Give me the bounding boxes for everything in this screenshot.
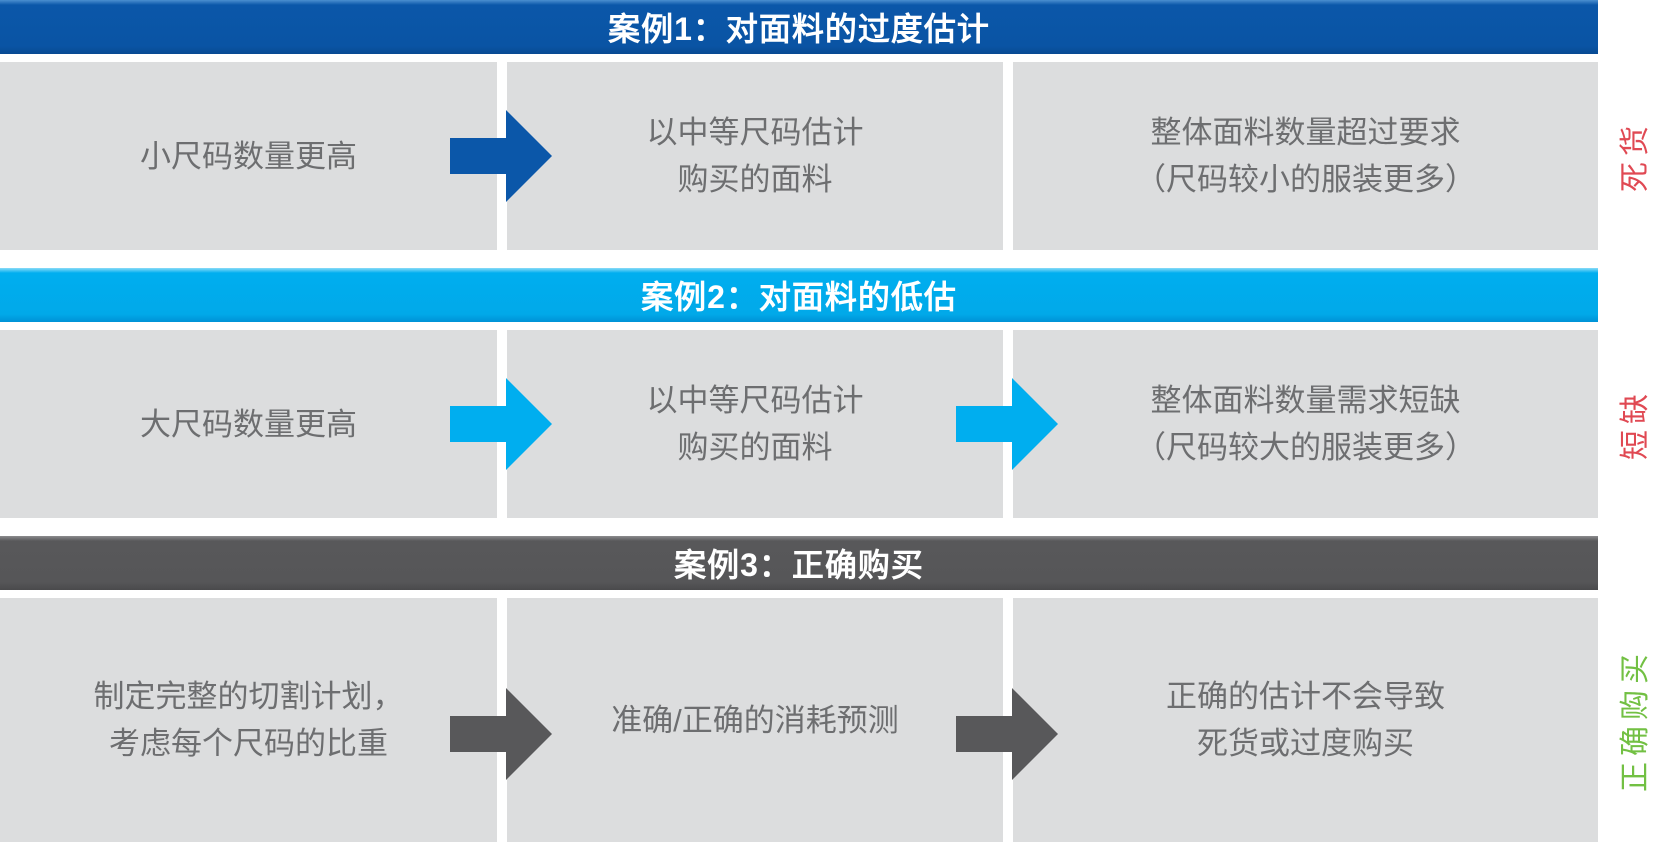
case-2-header: 案例2：对面料的低估 — [0, 268, 1598, 322]
case-1-band: 小尺码数量更高 以中等尺码估计 购买的面料 整体面料数量超过要求 （尺码较小的服… — [0, 62, 1652, 250]
side-label-correct-purchase: 正确购买 — [1618, 648, 1652, 792]
arrow-right-icon — [450, 378, 552, 470]
case-3-box-2: 准确/正确的消耗预测 — [507, 598, 1003, 842]
case-3-box-2-text: 准确/正确的消耗预测 — [611, 702, 899, 738]
case-2-box-2: 以中等尺码估计 购买的面料 — [507, 330, 1003, 518]
case-2-band: 大尺码数量更高 以中等尺码估计 购买的面料 整体面料数量需求短缺 （尺码较大的服… — [0, 330, 1652, 518]
case-3-header: 案例3：正确购买 — [0, 536, 1598, 590]
arrow-right-icon — [450, 110, 552, 202]
case-3-side-label: 正确购买 — [1598, 598, 1665, 842]
side-label-shortage: 短缺 — [1618, 388, 1652, 460]
case-2-side-label: 短缺 — [1598, 330, 1665, 518]
case-3-box-1-line-1: 制定完整的切割计划， — [93, 679, 404, 714]
side-label-dead-stock: 死货 — [1618, 120, 1652, 192]
case-3-box-1-line-2: 考虑每个尺码的比重 — [109, 726, 388, 761]
arrow-right-icon — [450, 688, 552, 780]
case-2-box-2-line-2: 购买的面料 — [677, 430, 833, 465]
case-3-title: 案例3：正确购买 — [674, 547, 924, 583]
case-3-band: 制定完整的切割计划， 考虑每个尺码的比重 准确/正确的消耗预测 正确的估计不会导… — [0, 598, 1652, 842]
case-1-box-1-text: 小尺码数量更高 — [140, 138, 357, 174]
case-1: 案例1：对面料的过度估计 小尺码数量更高 以中等尺码估计 购买的面料 整体面料数… — [0, 0, 1665, 250]
case-3-box-3-line-2: 死货或过度购买 — [1197, 726, 1414, 761]
case-2-box-1-text: 大尺码数量更高 — [140, 406, 357, 442]
case-3: 案例3：正确购买 制定完整的切割计划， 考虑每个尺码的比重 准确/正确的消耗预测… — [0, 536, 1665, 842]
case-2-box-2-line-1: 以中等尺码估计 — [646, 383, 864, 418]
case-2-box-3-line-1: 整体面料数量需求短缺 — [1150, 383, 1461, 418]
case-2-box-3: 整体面料数量需求短缺 （尺码较大的服装更多） — [1013, 330, 1598, 518]
arrow-right-icon — [956, 378, 1058, 470]
case-1-title: 案例1：对面料的过度估计 — [608, 11, 990, 47]
case-1-box-3-line-2: （尺码较小的服装更多） — [1135, 162, 1476, 197]
case-2-box-1: 大尺码数量更高 — [0, 330, 497, 518]
case-1-box-2-line-1: 以中等尺码估计 — [646, 115, 864, 150]
case-2-title: 案例2：对面料的低估 — [641, 279, 957, 315]
case-1-header: 案例1：对面料的过度估计 — [0, 0, 1598, 54]
case-3-box-3-line-1: 正确的估计不会导致 — [1166, 679, 1445, 714]
case-1-side-label: 死货 — [1598, 62, 1665, 250]
case-1-box-2-line-2: 购买的面料 — [677, 162, 833, 197]
case-3-box-3: 正确的估计不会导致 死货或过度购买 — [1013, 598, 1598, 842]
case-1-box-2: 以中等尺码估计 购买的面料 — [507, 62, 1003, 250]
case-1-box-1: 小尺码数量更高 — [0, 62, 497, 250]
case-2-box-3-line-2: （尺码较大的服装更多） — [1135, 430, 1476, 465]
case-3-box-1: 制定完整的切割计划， 考虑每个尺码的比重 — [0, 598, 497, 842]
arrow-right-icon — [956, 688, 1058, 780]
case-1-box-3-line-1: 整体面料数量超过要求 — [1150, 115, 1461, 150]
case-1-box-3: 整体面料数量超过要求 （尺码较小的服装更多） — [1013, 62, 1598, 250]
case-2: 案例2：对面料的低估 大尺码数量更高 以中等尺码估计 购买的面料 整体面料数量需… — [0, 268, 1665, 518]
